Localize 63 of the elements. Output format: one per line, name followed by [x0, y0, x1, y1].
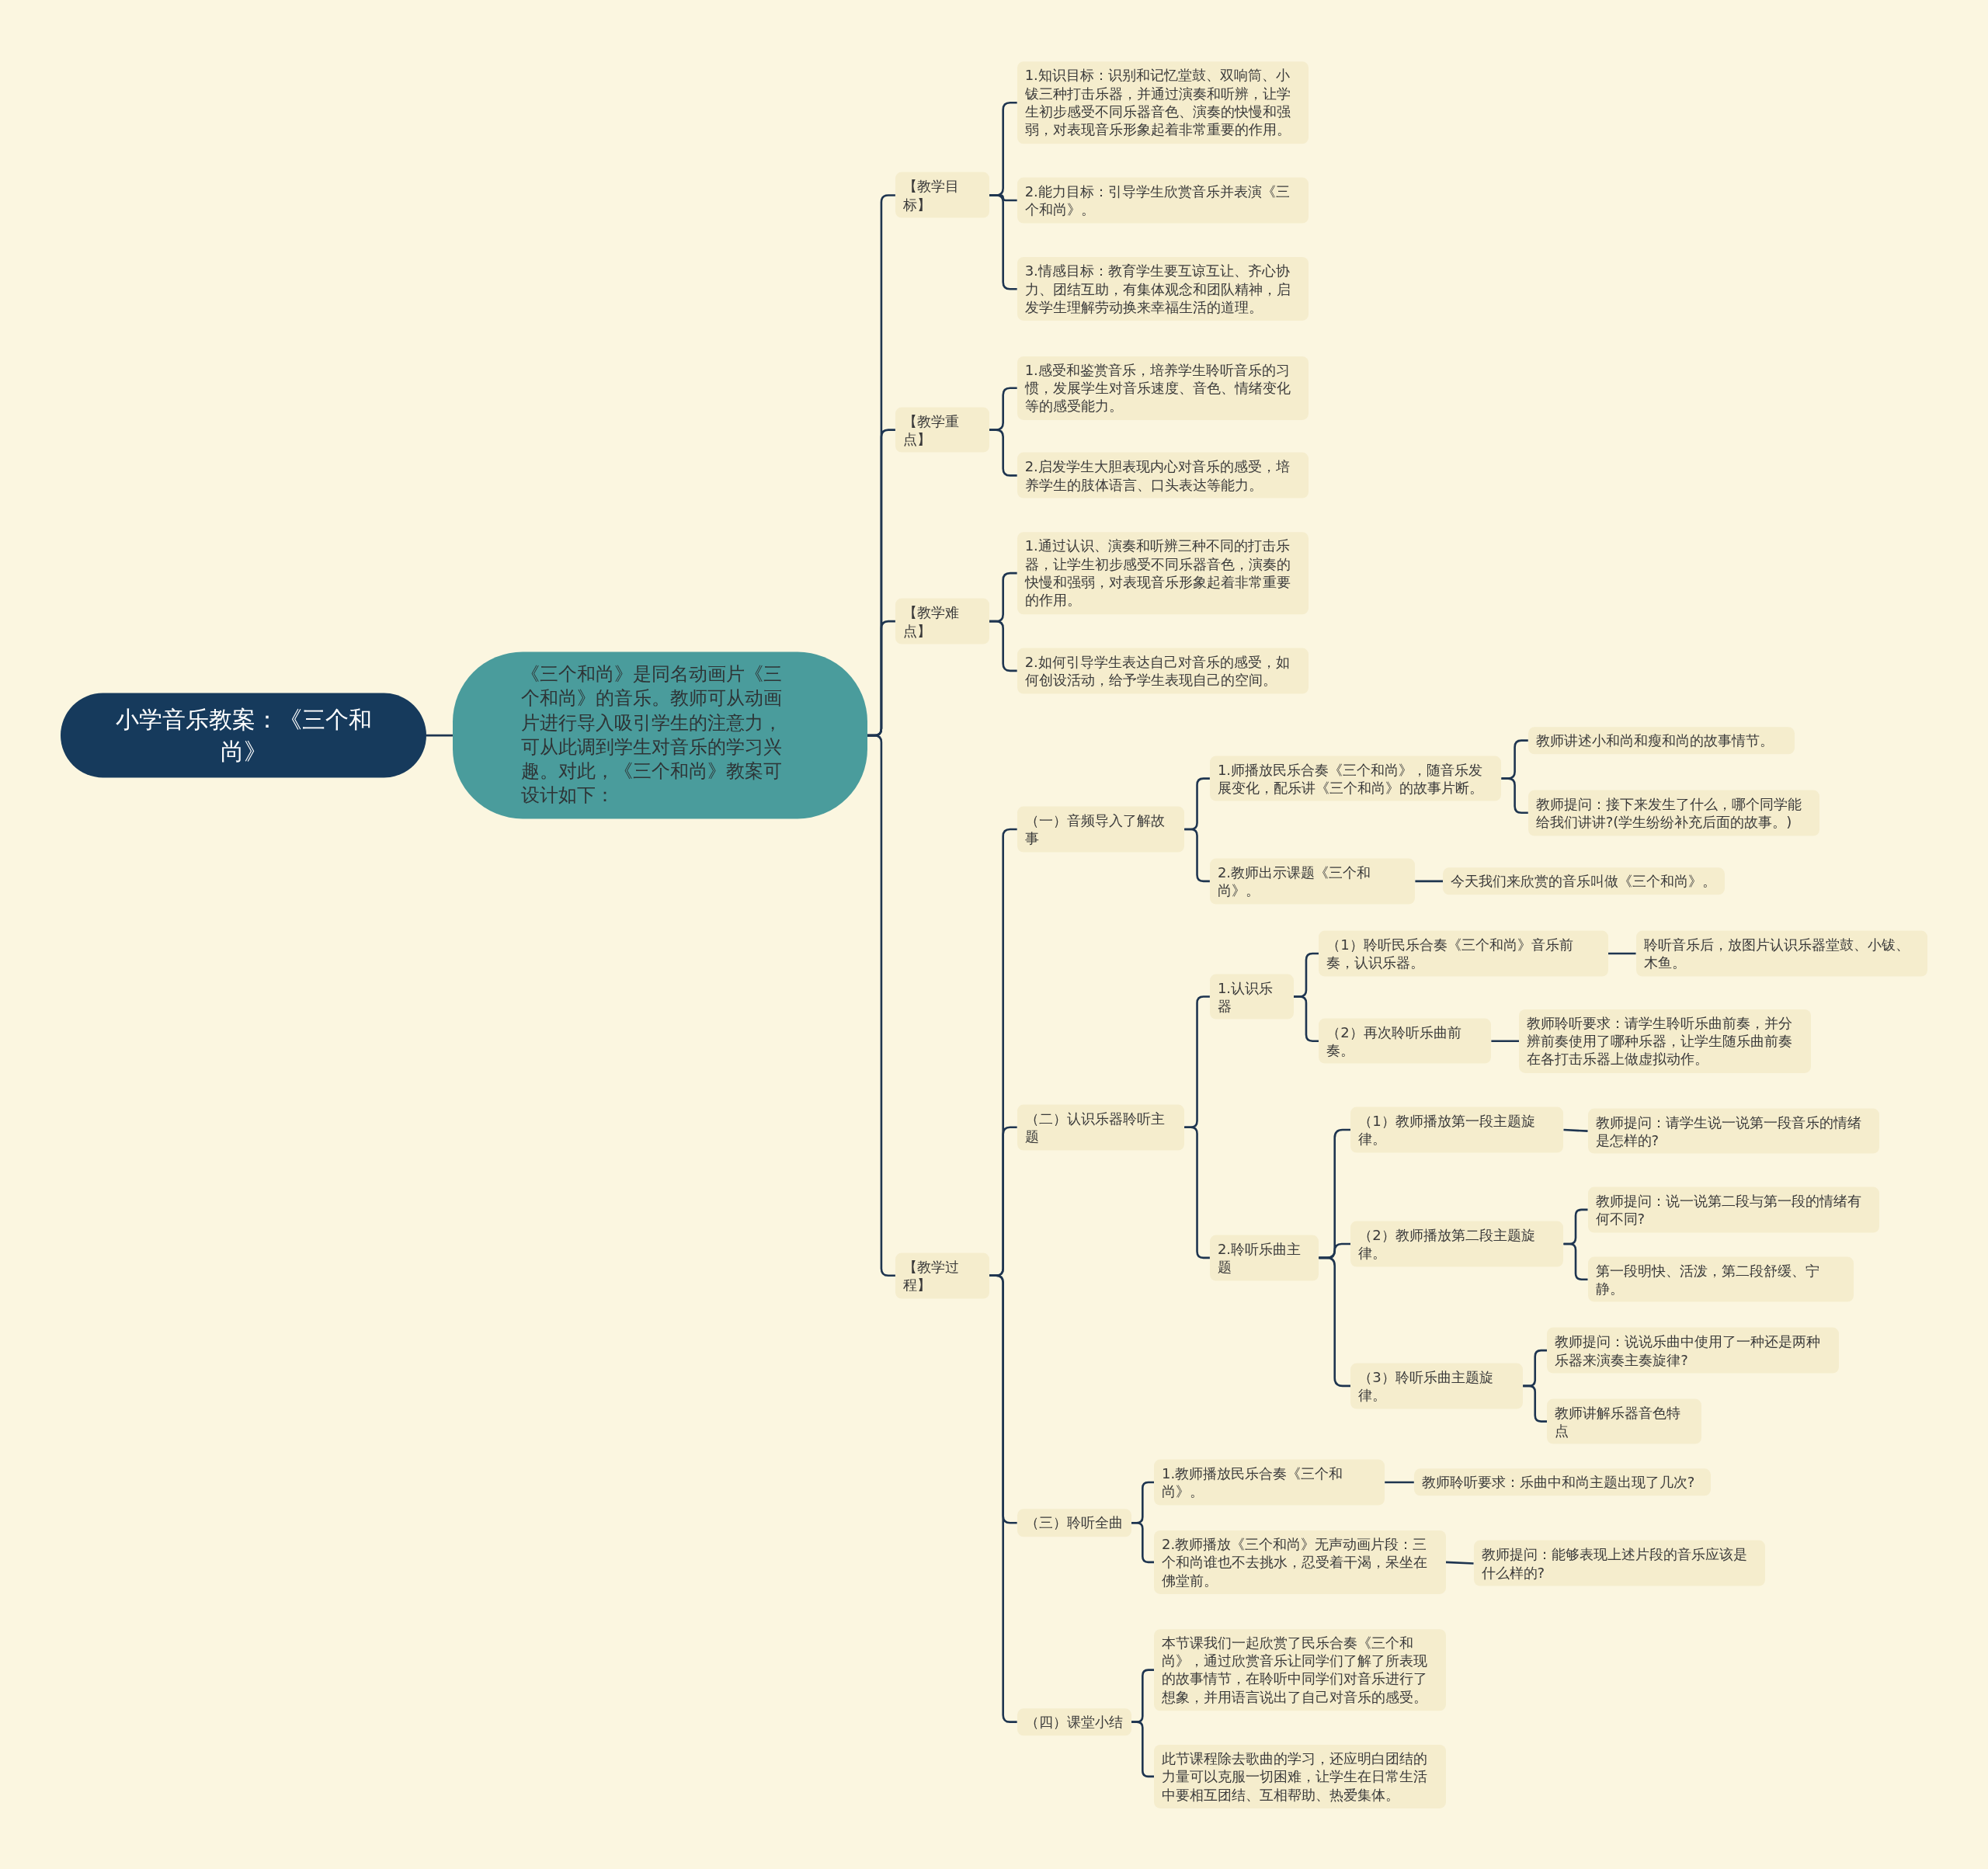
connector-line	[1131, 1721, 1154, 1778]
topic-box: 今天我们来欣赏的音乐叫做《三个和尚》。	[1443, 867, 1725, 895]
connector-line	[1293, 995, 1319, 1042]
topic-box: 教师讲解乐器音色特点	[1547, 1398, 1702, 1444]
topic-box: 教师提问：说说乐曲中使用了一种还是两种乐器来演奏主奏旋律?	[1547, 1327, 1839, 1374]
connector-line	[1491, 1040, 1520, 1042]
topic-box: 【教学重点】	[895, 407, 989, 453]
topic-box: 1.认识乐器	[1209, 974, 1294, 1020]
topic-box: 2.聆听乐曲主题	[1209, 1235, 1319, 1281]
topic-box: （四）课堂小结	[1017, 1707, 1131, 1736]
topic-box: 2.启发学生大胆表现内心对音乐的感受，培养学生的肢体语言、口头表达等能力。	[1017, 453, 1309, 499]
connector-line	[1563, 1128, 1588, 1132]
topic-box: 1.教师播放民乐合奏《三个和尚》。	[1154, 1459, 1385, 1506]
topic-box: 2.如何引导学生表达自己对音乐的感受，如何创设活动，给予学生表现自己的空间。	[1017, 648, 1309, 694]
topic-box: 教师讲述小和尚和瘦和尚的故事情节。	[1527, 727, 1795, 755]
topic-box: （1）聆听民乐合奏《三个和尚》音乐前奏，认识乐器。	[1319, 930, 1608, 977]
topic-box: 【教学目标】	[895, 172, 989, 218]
topic-box: 本节课我们一起欣赏了民乐合奏《三个和尚》，通过欣赏音乐让同学们了解了所表现的故事情节，在聆听中同学们对音乐进行了想象，并用语言说出了自己对音乐的感受。	[1154, 1628, 1446, 1711]
connector-line	[426, 734, 453, 737]
topic-box: 2.教师播放《三个和尚》无声动画片段：三个和尚谁也不去挑水，忍受着干渴，呆坐在佛堂前。	[1154, 1530, 1446, 1594]
connector-line	[1131, 1521, 1154, 1564]
connector-line	[1319, 1256, 1351, 1388]
topic-box: 2.能力目标：引导学生欣赏音乐并表演《三个和尚》。	[1017, 177, 1309, 224]
connector-line	[1607, 952, 1636, 955]
topic-box: 聆听音乐后，放图片认识乐器堂鼓、小钹、木鱼。	[1635, 930, 1928, 977]
topic-box: 1.通过认识、演奏和听辨三种不同的打击乐器，让学生初步感受不同乐器音色，演奏的快慢和强弱，对表现音乐形象起着非常重要的作用。	[1017, 532, 1309, 614]
topic-box: 1.师播放民乐合奏《三个和尚》，随音乐发展变化，配乐讲《三个和尚》的故事片断。	[1209, 756, 1502, 802]
topic-box: 1.知识目标：识别和记忆堂鼓、双响筒、小钹三种打击乐器，并通过演奏和听辨，让学生初步感受不同乐器音色、演奏的快慢和强弱，对表现音乐形象起着非常重要的作用。	[1017, 61, 1309, 144]
connector-line	[1501, 777, 1528, 815]
topic-box: （一）音频导入了解故事	[1017, 806, 1185, 853]
root-topic: 小学音乐教案：《三个和尚》	[61, 693, 426, 778]
topic-box: （二）认识乐器聆听主题	[1017, 1104, 1185, 1151]
connector-line	[1523, 1384, 1548, 1423]
connector-line	[989, 194, 1017, 290]
connector-line	[989, 1274, 1017, 1723]
topic-box: 1.感受和鉴赏音乐，培养学生聆听音乐的习惯，发展学生对音乐速度、音色、情绪变化等的感受能力。	[1017, 356, 1309, 420]
connector-line	[989, 429, 1017, 477]
topic-box: （1）教师播放第一段主题旋律。	[1350, 1106, 1564, 1153]
topic-box: （三）聆听全曲	[1017, 1509, 1131, 1537]
connector-line	[1445, 1561, 1474, 1565]
topic-box: 教师提问：接下来发生了什么，哪个同学能给我们讲讲?(学生纷纷补充后面的故事。)	[1527, 790, 1820, 836]
topic-box: 教师聆听要求：请学生聆听乐曲前奏，并分辨前奏使用了哪种乐器，让学生随乐曲前奏在各打击乐器上做虚拟动作。	[1519, 1009, 1811, 1073]
topic-box: 此节课程除去歌曲的学习，还应明白团结的力量可以克服一切困难，让学生在日常生活中要相互团结、互相帮助、热爱集体。	[1154, 1744, 1446, 1808]
topic-box: 2.教师出示课题《三个和尚》。	[1209, 858, 1416, 905]
topic-box: （3）聆听乐曲主题旋律。	[1350, 1363, 1524, 1409]
topic-box: 【教学难点】	[895, 598, 989, 644]
topic-box: 教师提问：能够表现上述片段的音乐应该是什么样的?	[1473, 1541, 1766, 1586]
topic-box: （2）教师播放第二段主题旋律。	[1350, 1221, 1564, 1267]
topic-box: 3.情感目标：教育学生要互谅互让、齐心协力、团结互助，有集体观念和团队精神，启发学生理解劳动换来幸福生活的道理。	[1017, 257, 1309, 321]
connector-line	[1184, 1126, 1210, 1259]
connector-line	[989, 620, 1017, 672]
topic-box: 教师提问：请学生说一说第一段音乐的情绪是怎样的?	[1587, 1108, 1880, 1154]
topic-box: 第一段明快、活泼，第二段舒缓、宁静。	[1587, 1256, 1854, 1303]
connector-line	[867, 734, 895, 1277]
topic-box: 【教学过程】	[895, 1252, 989, 1299]
connector-line	[1184, 828, 1210, 883]
central-topic: 《三个和尚》是同名动画片《三个和尚》的音乐。教师可从动画片进行导入吸引学生的注意力，可从此调到学生对音乐的学习兴趣。对此，《三个和尚》教案可设计如下：	[452, 651, 867, 819]
topic-box: 教师提问：说一说第二段与第一段的情绪有何不同?	[1587, 1186, 1880, 1233]
connector-line	[1385, 1481, 1414, 1484]
connector-line	[1415, 880, 1444, 883]
topic-box: （2）再次聆听乐曲前奏。	[1319, 1018, 1492, 1065]
connector-line	[1563, 1242, 1588, 1280]
topic-box: 教师聆听要求：乐曲中和尚主题出现了几次?	[1413, 1468, 1711, 1496]
